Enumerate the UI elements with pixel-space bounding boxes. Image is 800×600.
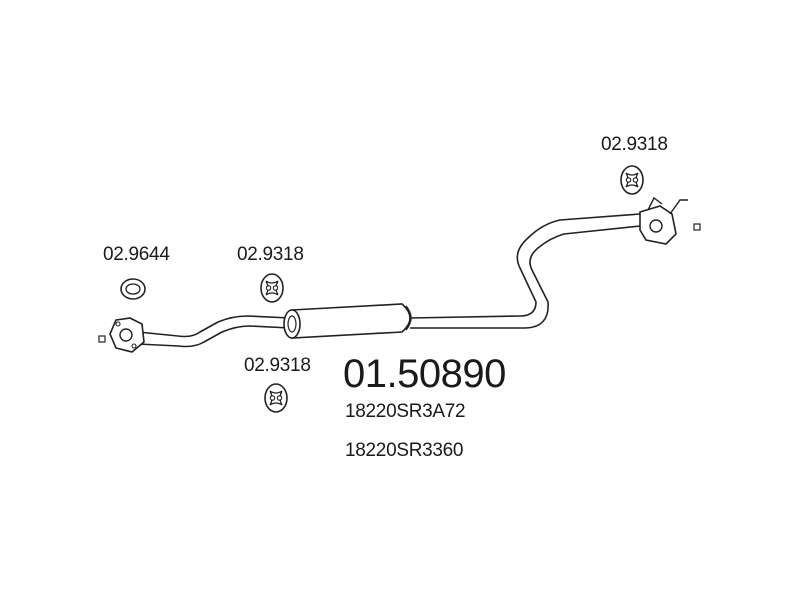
oem-number: 18220SR3A72: [345, 401, 466, 422]
exhaust-pipe: [137, 213, 641, 348]
rear-flange: [639, 196, 701, 245]
part-label-hanger-middle-bottom: 02.9318: [244, 355, 311, 376]
ring-gasket-icon: [120, 278, 146, 300]
front-flange: [98, 317, 145, 353]
rubber-hanger-icon: [264, 383, 288, 413]
part-label-gasket-front: 02.9644: [103, 244, 170, 265]
rubber-hanger-icon: [260, 273, 284, 303]
rubber-hanger-icon: [620, 165, 644, 195]
main-part-number: 01.50890: [343, 352, 506, 396]
part-label-hanger-middle-top: 02.9318: [237, 244, 304, 265]
part-label-hanger-rear: 02.9318: [601, 134, 668, 155]
middle-muffler: [283, 303, 412, 339]
oem-number: 18220SR3360: [345, 440, 464, 461]
